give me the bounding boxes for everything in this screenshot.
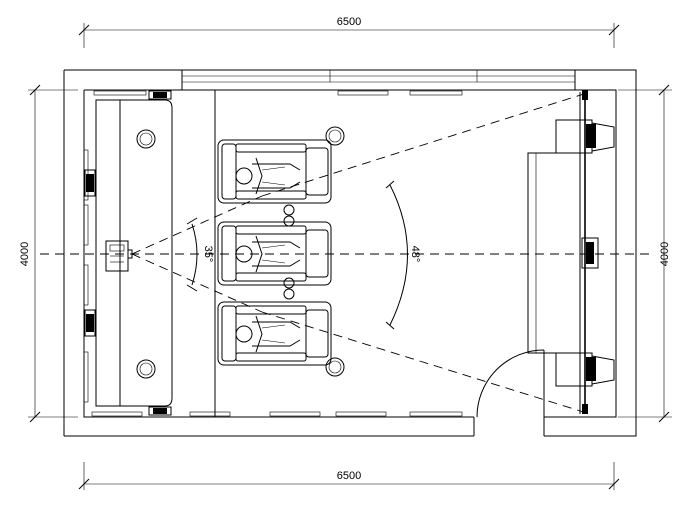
dimension-bottom-label: 6500 <box>337 470 361 482</box>
viewing-lines: 35° 48° <box>40 91 650 415</box>
dimension-bottom: 6500 <box>78 462 620 490</box>
projector <box>105 240 133 272</box>
dimension-top-label: 6500 <box>337 16 361 28</box>
cup-holders <box>283 204 295 300</box>
dimension-right: 4000 <box>618 84 672 423</box>
rear-speakers <box>84 90 172 416</box>
recliner-seat-top <box>217 139 332 204</box>
ceiling-speakers <box>136 126 345 379</box>
front-speakers <box>555 119 615 387</box>
projection-screen-wall <box>527 90 588 414</box>
dimension-left-label: 4000 <box>19 242 31 266</box>
dimension-right-label: 4000 <box>659 242 671 266</box>
room-walls <box>63 69 637 437</box>
dimension-top: 6500 <box>78 16 620 48</box>
rear-platform <box>95 90 216 417</box>
horizontal-view-angle-label: 48° <box>409 246 421 263</box>
dimension-left: 4000 <box>19 84 78 423</box>
recliner-seat-middle <box>217 221 332 286</box>
door <box>476 349 545 418</box>
recliner-seat-bottom <box>217 301 332 366</box>
vertical-view-angle-label: 35° <box>202 246 214 263</box>
